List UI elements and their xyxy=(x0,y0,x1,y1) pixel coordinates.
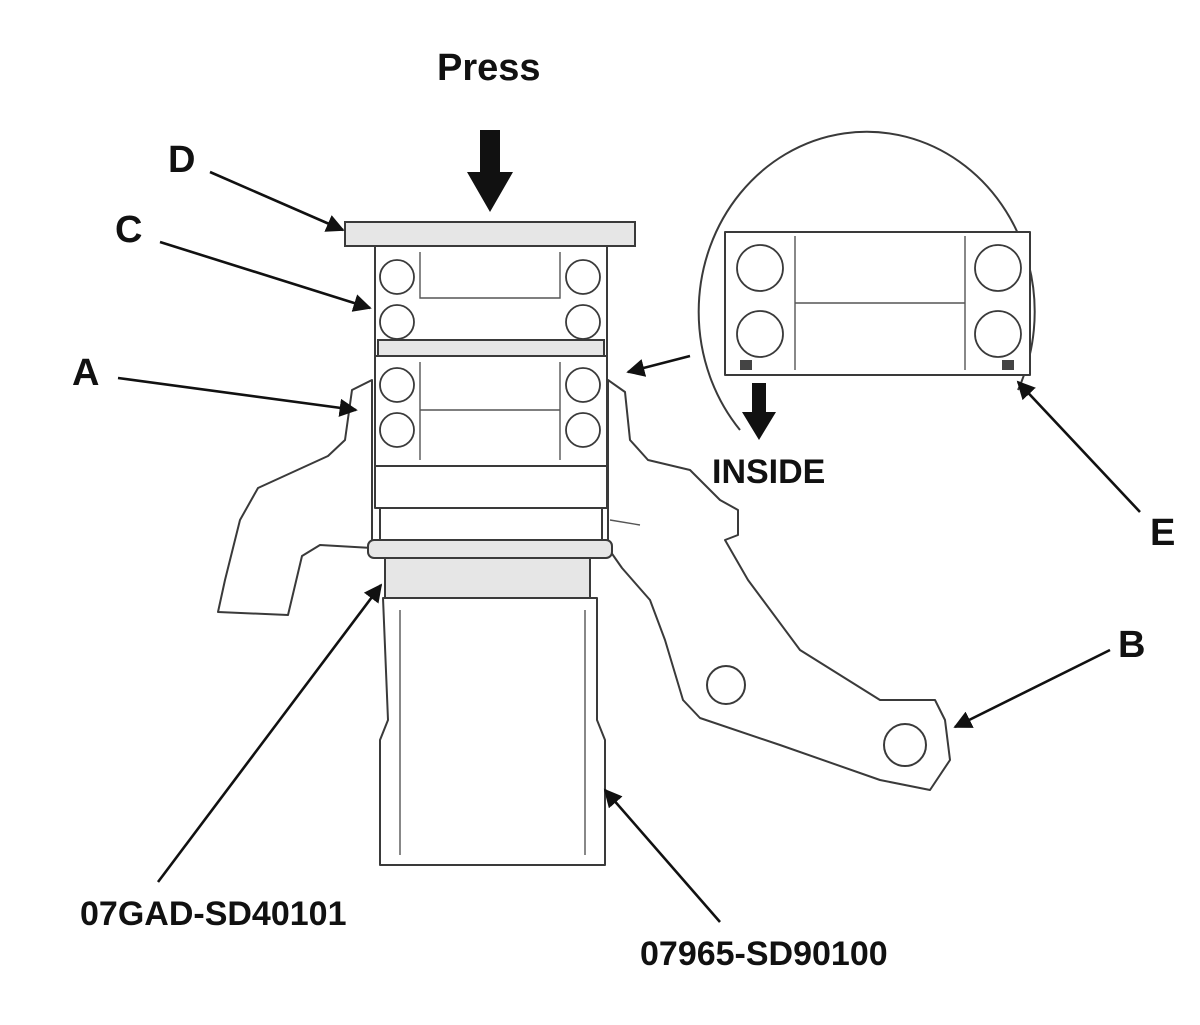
press-label: Press xyxy=(437,47,541,89)
label-a: A xyxy=(72,352,99,394)
knuckle xyxy=(217,379,951,791)
label-d: D xyxy=(168,139,195,181)
inset-to-assembly-arrow xyxy=(626,354,691,377)
knuckle-hole-large xyxy=(883,723,927,767)
press-arrow xyxy=(467,130,513,212)
leader-b xyxy=(953,648,1111,729)
tool-07GAD-SD40101 xyxy=(384,557,591,599)
leader-e xyxy=(1016,380,1141,513)
leader-a xyxy=(117,376,358,417)
label-e: E xyxy=(1150,512,1175,554)
inside-arrow xyxy=(742,383,776,440)
leader-d xyxy=(209,170,345,232)
leader-tool-left xyxy=(156,583,383,883)
label-c: C xyxy=(115,209,142,251)
bearing-a xyxy=(374,355,608,467)
tool-left-label: 07GAD-SD40101 xyxy=(80,895,346,933)
leader-c xyxy=(159,240,372,312)
tool-ring xyxy=(367,539,613,559)
knuckle-hole-small xyxy=(706,665,746,705)
label-b: B xyxy=(1118,624,1145,666)
tool-right-label: 07965-SD90100 xyxy=(640,935,888,973)
tool-07965-SD90100 xyxy=(379,597,606,866)
detail-inset xyxy=(626,130,1036,440)
inside-label: INSIDE xyxy=(712,453,825,491)
hub-bearing xyxy=(374,245,608,543)
press-plate xyxy=(344,221,636,247)
leader-tool-right xyxy=(603,788,721,923)
